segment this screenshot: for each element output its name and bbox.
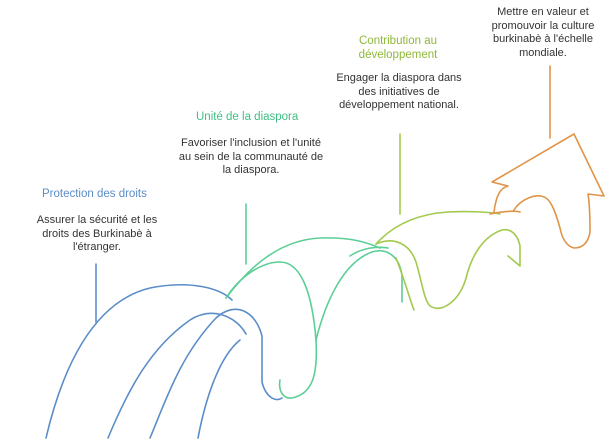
stage-2-description: Favoriser l'inclusion et l'unité au sein… — [178, 137, 324, 176]
ribbon-segment-1 — [45, 263, 283, 439]
stage-1-description: Assurer la sécurité et les droits des Bu… — [36, 214, 158, 253]
stage-3-title: Contribution au développement — [358, 35, 438, 61]
ribbon-segment-3-inner — [395, 257, 415, 311]
ribbon-segment-4-arrow — [491, 133, 605, 249]
ribbon-segment-2-edge — [349, 246, 389, 257]
ribbon-segment-1-outer — [45, 283, 233, 439]
ribbon-segment-3-body — [375, 228, 521, 309]
ribbon-segment-3-top — [375, 210, 501, 245]
stage-3-description: Engager la diaspora dans des initiatives… — [336, 72, 462, 111]
ribbon-segment-2-top — [225, 237, 381, 299]
ribbon-segment-4-neck — [489, 210, 521, 215]
stage-4-description: Mettre en valeur et promouvoir la cultur… — [491, 6, 595, 59]
ribbon-segment-2-fold — [315, 250, 403, 341]
stage-1-title: Protection des droits — [42, 188, 147, 200]
ribbon-segment-1-base — [197, 339, 241, 439]
ribbon-segment-2 — [225, 203, 403, 399]
ribbon-segment-1-front — [149, 308, 283, 439]
stage-2-title: Unité de la diaspora — [196, 111, 299, 123]
ribbon-segment-3 — [375, 133, 521, 311]
ribbon-segment-1-inner — [107, 312, 247, 439]
ribbon-segment-4 — [489, 65, 605, 249]
ribbon-segment-2-body — [225, 261, 318, 399]
